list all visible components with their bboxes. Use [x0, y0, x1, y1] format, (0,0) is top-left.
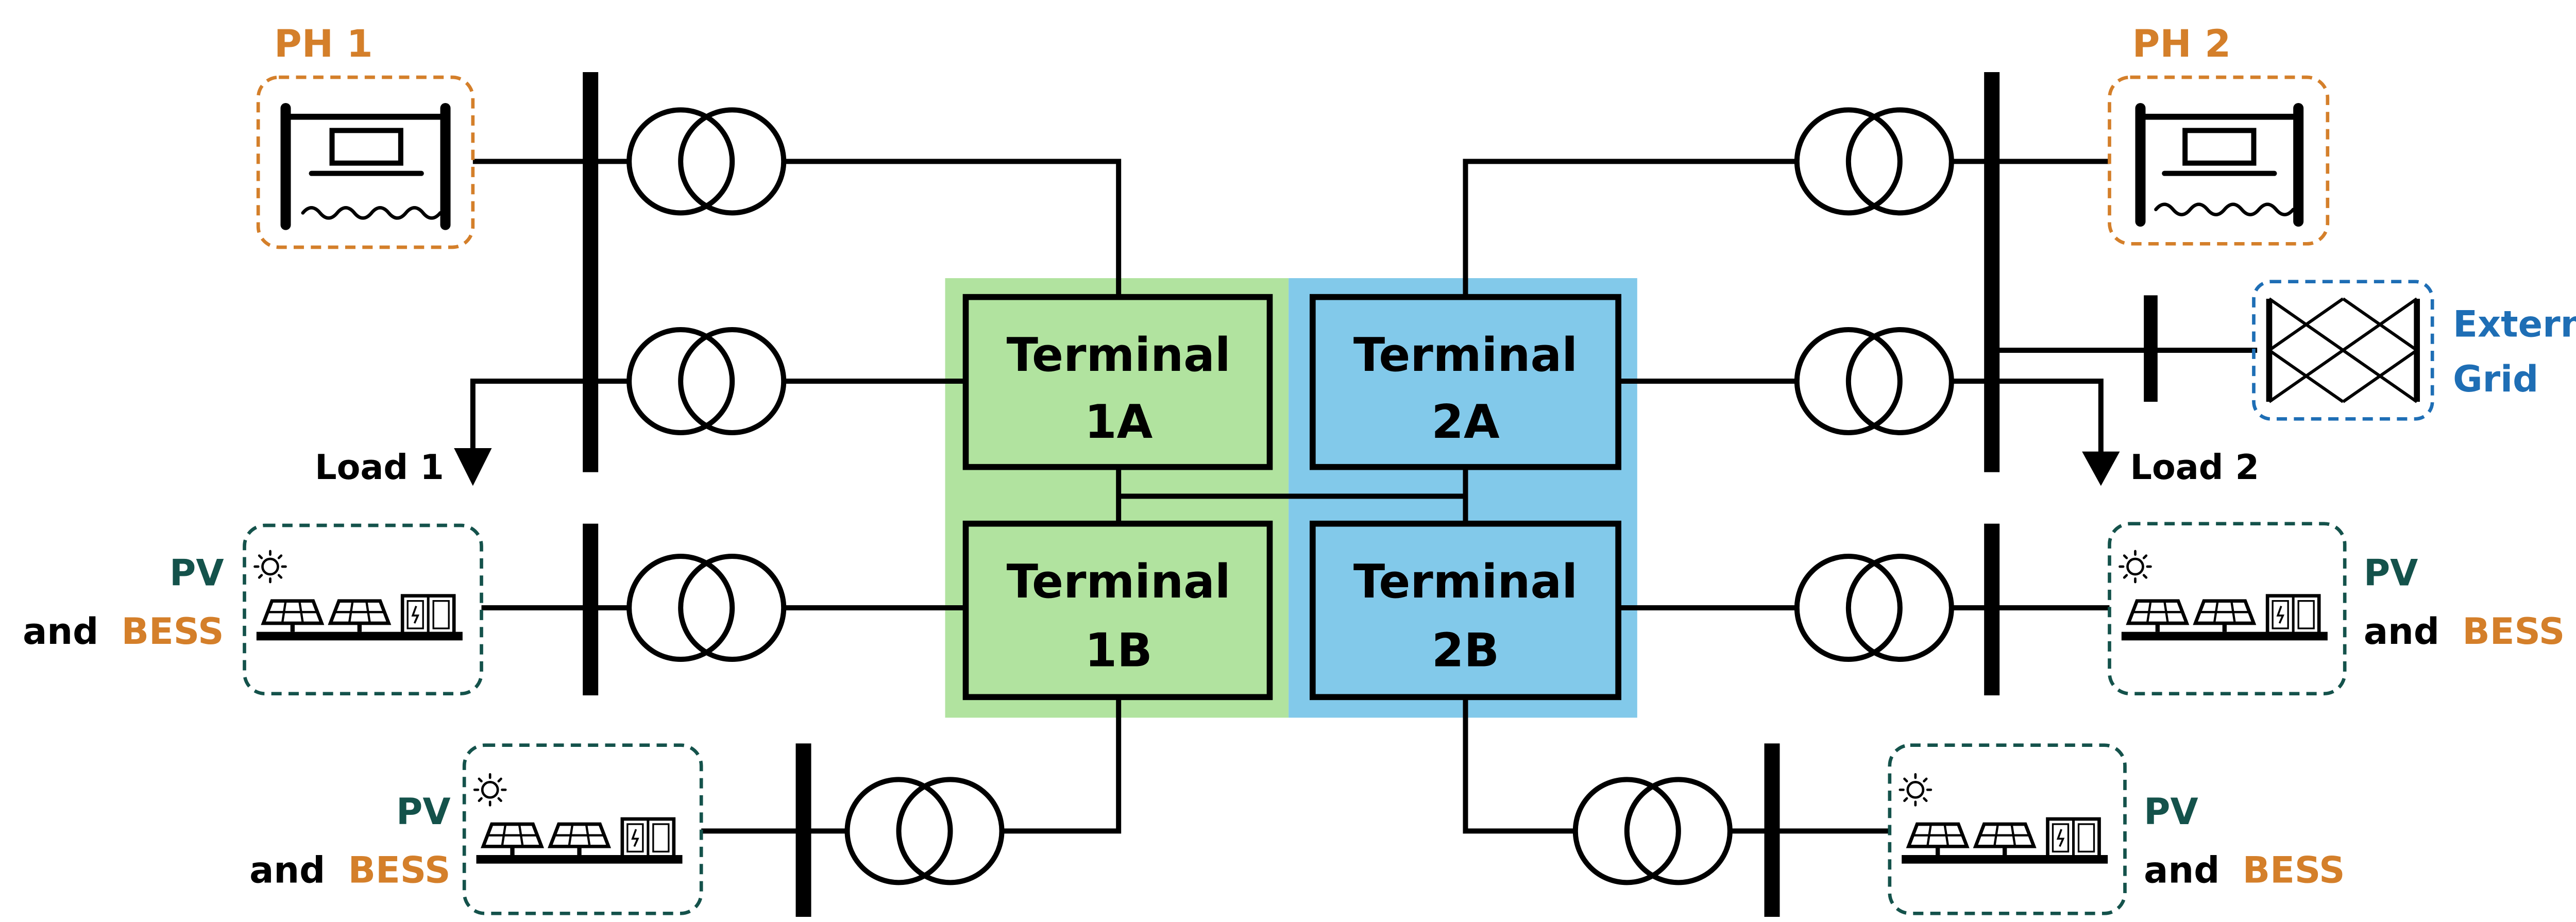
terminal-2b-id: 2B: [1432, 623, 1499, 677]
busbar-left-pv: [583, 523, 599, 695]
terminal-1b-id: 1B: [1085, 623, 1153, 677]
pv-bess-caption: and BESS: [2144, 849, 2345, 891]
busbar-bottom-left: [795, 743, 811, 917]
terminal-2a: Terminal 2A: [1310, 294, 1621, 470]
pv-bess-caption: and BESS: [23, 610, 224, 653]
pv-bess-caption: and BESS: [249, 849, 450, 891]
powerhouse-2-frame: [2108, 75, 2330, 246]
terminal-1a-name: Terminal: [1007, 328, 1231, 382]
load-1-label: Load 1: [315, 447, 444, 487]
and-label: and: [23, 610, 98, 653]
external-grid-label-line2: Grid: [2453, 358, 2538, 400]
transformer-icon: [1794, 554, 1954, 662]
bess-label: BESS: [2243, 849, 2345, 891]
transformer-icon: [1572, 777, 1733, 885]
busbars: [583, 72, 2158, 917]
terminal-2a-name: Terminal: [1353, 328, 1578, 382]
and-label: and: [249, 849, 325, 891]
busbar-external-grid: [2144, 295, 2158, 402]
powerhouse-1-frame: [256, 75, 475, 249]
busbar-right-main: [1984, 72, 2000, 472]
bess-label: BESS: [348, 849, 451, 891]
transformer-icon: [1794, 107, 1954, 216]
terminal-2b-name: Terminal: [1353, 555, 1578, 609]
busbar-right-pv: [1984, 523, 2000, 695]
load-1-arrow: [454, 448, 492, 486]
ph2-label: PH 2: [2132, 22, 2231, 66]
connection-lines: [470, 159, 2258, 834]
powerhouse-icon: [2135, 103, 2304, 227]
pv-label: PV: [2364, 552, 2418, 594]
pv-label: PV: [396, 791, 450, 833]
transformer-icon: [626, 327, 787, 435]
transformers: [626, 107, 1954, 885]
transformer-icon: [844, 777, 1005, 885]
terminal-2b: Terminal 2B: [1310, 520, 1621, 701]
bess-label: BESS: [2462, 610, 2565, 653]
pv-label: PV: [170, 552, 224, 594]
busbar-bottom-right: [1764, 743, 1780, 917]
pv-label: PV: [2144, 791, 2198, 833]
load-2-label: Load 2: [2130, 447, 2260, 487]
ph1-label: PH 1: [274, 22, 373, 66]
terminal-2a-id: 2A: [1431, 395, 1500, 449]
powerhouse-2: PH 2: [2108, 22, 2330, 246]
external-grid-label-line1: External: [2453, 303, 2576, 345]
powerhouse-icon: [280, 103, 451, 230]
busbar-left-main: [583, 72, 599, 472]
terminal-1b: Terminal 1B: [962, 520, 1273, 701]
external-grid-icon: [2266, 297, 2420, 403]
powerhouse-1: PH 1: [256, 22, 475, 249]
load-2-arrow: [2082, 451, 2120, 486]
pv-bess-unit-bottom-left: PV and BESS: [249, 743, 703, 915]
and-label: and: [2364, 610, 2439, 653]
pv-bess-icon: [1900, 774, 2108, 863]
pv-bess-unit-right: PV and BESS: [2108, 522, 2565, 695]
pv-bess-unit-bottom-right: PV and BESS: [1888, 743, 2345, 915]
pv-bess-unit-left: PV and BESS: [23, 523, 483, 696]
transformer-icon: [626, 107, 787, 216]
terminal-1a-id: 1A: [1084, 395, 1153, 449]
pv-bess-icon: [255, 551, 463, 640]
pv-bess-caption: and BESS: [2364, 610, 2565, 653]
pv-bess-icon: [2120, 551, 2328, 640]
terminal-1b-name: Terminal: [1007, 555, 1231, 609]
transformer-icon: [626, 554, 787, 662]
terminal-1a: Terminal 1A: [962, 294, 1273, 470]
and-label: and: [2144, 849, 2219, 891]
external-grid-frame: [2252, 280, 2434, 421]
pv-bess-icon: [474, 774, 682, 863]
bess-label: BESS: [122, 610, 224, 653]
external-grid: External Grid: [2252, 280, 2576, 421]
transformer-icon: [1794, 327, 1954, 435]
